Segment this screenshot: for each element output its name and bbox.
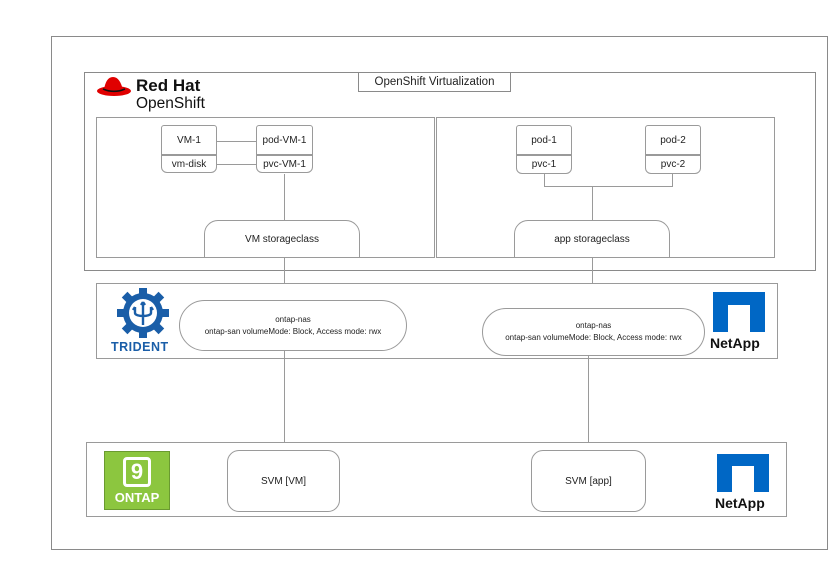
backend-right-name: ontap-nas [575,321,612,330]
brand-openshift: OpenShift [136,95,205,112]
connector-backend-svmvm [284,351,285,450]
pod-2-box: pod-2 [645,125,701,155]
pod-vm-1-box: pod-VM-1 [256,125,313,155]
backend-right: ontap-nas ontap-san volumeMode: Block, A… [482,308,705,356]
netapp-label-trident: NetApp [710,335,760,351]
ontap-band [86,442,787,517]
svm-app: SVM [app] [531,450,646,512]
connector-pvc-sc [284,174,285,220]
pod-1-box: pod-1 [516,125,572,155]
connector-vmsc-backend [284,258,285,300]
vm-storageclass: VM storageclass [204,220,360,258]
connector-backend-svmapp [588,356,589,450]
brand-redhat: Red Hat [136,76,201,95]
connector-pvc2-down [672,174,673,186]
diagram-title: OpenShift Virtualization [358,72,511,92]
pvc-2-box: pvc-2 [645,155,701,174]
vm-1-box: VM-1 [161,125,217,155]
pvc-vm-1-box: pvc-VM-1 [256,155,313,173]
app-storageclass: app storageclass [514,220,670,258]
pvc-1-box: pvc-1 [516,155,572,174]
outer-frame [51,36,828,550]
netapp-logo-icon-ontap [717,454,769,492]
netapp-label-ontap: NetApp [715,495,765,511]
connector-pvc1-down [544,174,545,186]
ontap-logo: 9 ONTAP [104,451,170,510]
svm-vm: SVM [VM] [227,450,340,512]
trident-label: TRIDENT [111,340,169,354]
vm-disk-box: vm-disk [161,155,217,173]
backend-left: ontap-nas ontap-san volumeMode: Block, A… [179,300,407,351]
redhat-hat-icon [96,74,132,98]
connector-disk-pvc [216,164,256,165]
netapp-logo-icon [713,292,765,332]
ontap-nine-icon: 9 [123,457,151,487]
connector-vm-pod [216,141,256,142]
trident-gear-icon [113,287,173,339]
backend-left-name: ontap-nas [275,314,311,324]
backend-right-detail: ontap-san volumeMode: Block, Access mode… [505,333,682,342]
ontap-label: ONTAP [114,490,160,505]
backend-left-detail: ontap-san volumeMode: Block, Access mode… [204,326,382,336]
connector-pvc-join [544,186,673,187]
connector-join-sc [592,186,593,220]
